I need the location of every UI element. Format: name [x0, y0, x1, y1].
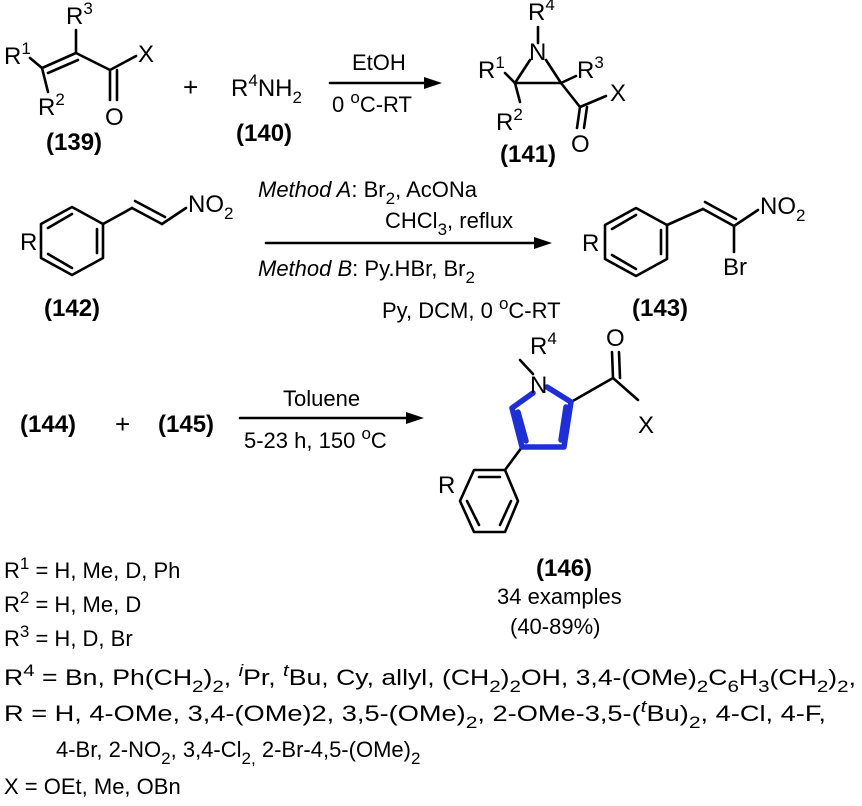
legend-r1: R1 = H, Me, D, Ph — [4, 554, 180, 583]
compound-140-formula: R4NH2 — [231, 71, 302, 107]
compound-141: R4 N R1 R3 R2 X O (141) — [478, 0, 626, 168]
reaction-arrow-2: Method A: Br2, AcONa CHCl3, reflux Metho… — [258, 177, 561, 323]
compound-142-r: R — [20, 229, 37, 256]
compound-145-label: (145) — [158, 411, 214, 438]
compound-139-o: O — [105, 104, 124, 131]
plus-sign-2: + — [115, 409, 130, 439]
compound-146: R4 N O X R (146) 34 examples (40-89%) — [438, 325, 654, 639]
legend-r: R = H, 4-OMe, 3,4-(OMe)2, 3,5-(OMe)2, 2-… — [4, 697, 826, 732]
compound-139-x: X — [138, 41, 154, 68]
compound-142-bonds — [39, 199, 188, 277]
legend-x: X = OEt, Me, OBn — [4, 774, 181, 799]
method-a-conditions: Method A: Br2, AcONa — [258, 177, 478, 208]
legend-r3: R3 = H, D, Br — [4, 622, 133, 651]
pyrrole-ring — [509, 384, 574, 450]
method-a-solvent: CHCl3, reflux — [385, 208, 513, 239]
compound-139-r1: R1 — [4, 39, 31, 70]
compound-139: R1 R2 R3 X O (139) — [4, 0, 154, 156]
compound-146-o: O — [606, 325, 625, 352]
method-b-solvent: Py, DCM, 0 oC-RT — [382, 294, 561, 323]
legend-r2: R2 = H, Me, D — [4, 588, 141, 617]
compound-141-x: X — [610, 80, 626, 107]
compound-146-x: X — [638, 412, 654, 439]
compound-143-r: R — [582, 230, 599, 257]
compound-141-bonds — [503, 25, 608, 130]
compound-139-bonds — [28, 28, 138, 102]
compound-146-r4: R4 — [530, 329, 557, 360]
compound-143-no2: NO2 — [760, 193, 805, 225]
compound-146-r: R — [438, 472, 455, 499]
compound-146-label: (146) — [536, 555, 592, 582]
reaction-arrow-1: EtOH 0 oC-RT — [328, 50, 442, 117]
compound-146-n: N — [530, 372, 547, 399]
compound-141-label: (141) — [500, 141, 556, 168]
compound-141-r2: R2 — [496, 105, 523, 136]
arrow-3-conditions: 5-23 h, 150 oC — [244, 424, 387, 453]
compound-142: R NO2 (142) — [20, 191, 233, 322]
compound-146-examples: 34 examples — [497, 584, 622, 609]
compound-143-label: (143) — [632, 295, 688, 322]
compound-141-n: N — [529, 39, 546, 66]
reaction-arrow-3: Toluene 5-23 h, 150 oC — [238, 386, 424, 453]
compound-143: R NO2 Br (143) — [582, 193, 805, 322]
arrow-1-conditions: 0 oC-RT — [332, 88, 412, 117]
legend-r-continued: 4-Br, 2-NO2, 3,4-Cl2, 2-Br-4,5-(OMe)2 — [56, 737, 420, 768]
compound-142-label: (142) — [44, 295, 100, 322]
arrow-3-solvent: Toluene — [283, 386, 360, 411]
method-b-conditions: Method B: Py.HBr, Br2 — [258, 256, 475, 287]
arrow-1-reagent: EtOH — [352, 50, 406, 75]
compound-144-label: (144) — [20, 411, 76, 438]
compound-146-yield: (40-89%) — [510, 614, 600, 639]
substituent-legend: R1 = H, Me, D, Ph R2 = H, Me, D R3 = H, … — [4, 554, 856, 799]
compound-141-r3: R3 — [577, 53, 604, 84]
compound-140: R4NH2 (140) — [231, 71, 302, 147]
compound-146-bonds — [458, 350, 640, 534]
compound-139-r3: R3 — [66, 0, 93, 30]
compound-141-r4: R4 — [528, 0, 555, 26]
compound-139-r2: R2 — [38, 90, 65, 121]
compound-143-bonds — [603, 200, 760, 278]
compound-140-label: (140) — [236, 120, 292, 147]
compound-141-o: O — [571, 131, 590, 158]
compound-142-no2: NO2 — [188, 191, 233, 223]
compound-143-br: Br — [723, 254, 747, 281]
compound-139-label: (139) — [46, 129, 102, 156]
plus-sign-1: + — [183, 72, 198, 102]
compound-141-r1: R1 — [478, 53, 505, 84]
